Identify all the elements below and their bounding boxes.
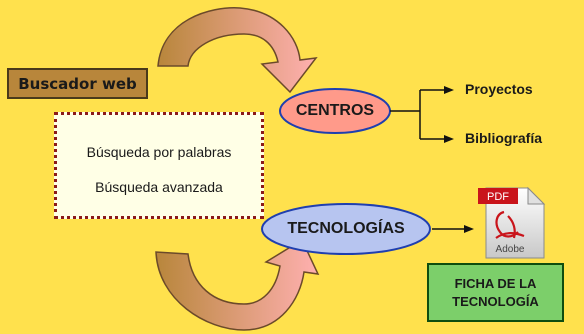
proyectos-label: Proyectos	[465, 81, 533, 97]
busqueda-palabras-label: Búsqueda por palabras	[86, 144, 232, 160]
tecnologias-ellipse	[261, 203, 431, 255]
buscador-web-label: Buscador web	[18, 74, 137, 93]
arrowhead-bibliografia	[444, 135, 454, 143]
pdf-label: PDF	[487, 191, 509, 203]
busqueda-box: Búsqueda por palabras Búsqueda avanzada	[54, 112, 264, 219]
tecnologias-label: TECNOLOGÍAS	[287, 220, 405, 237]
curved-arrow-bottom	[155, 238, 320, 331]
buscador-web-box: Buscador web	[7, 68, 148, 99]
busqueda-avanzada-label: Búsqueda avanzada	[95, 179, 223, 195]
bibliografia-label: Bibliografía	[465, 130, 543, 146]
ficha-line2: TECNOLOGÍA	[452, 293, 539, 309]
arrowhead-pdf	[464, 225, 474, 233]
ficha-line1: FICHA DE LA	[454, 275, 537, 291]
pdf-document-icon	[478, 186, 546, 259]
centros-label: CENTROS	[295, 102, 375, 119]
adobe-label: Adobe	[496, 244, 525, 255]
curved-arrow-top	[157, 7, 318, 94]
arrowhead-proyectos	[444, 86, 454, 94]
centros-branch-connector	[390, 89, 448, 140]
ficha-tecnologia-box: FICHA DE LA TECNOLOGÍA	[427, 263, 564, 322]
